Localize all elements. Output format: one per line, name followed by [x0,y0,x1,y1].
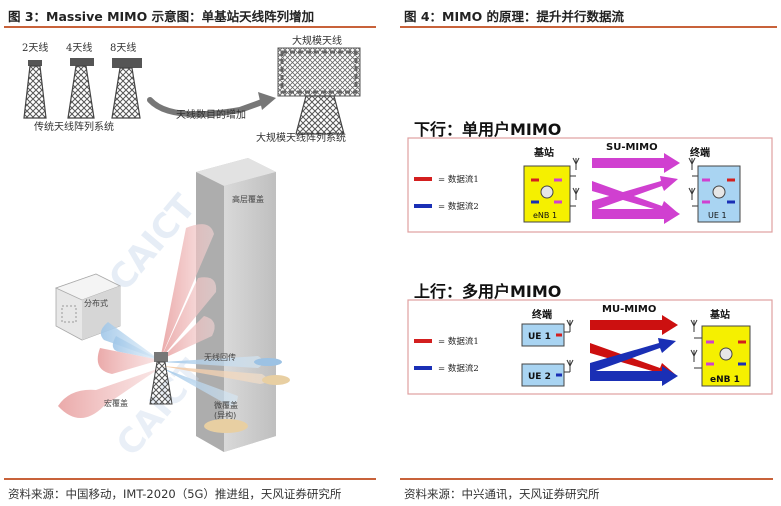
traditional-system-label: 传统天线阵列系统 [34,120,114,133]
legend-stream2: = 数据流2 [438,201,479,212]
ue-label: UE 1 [708,211,727,220]
top-rule-right [400,26,777,28]
processor-icon [531,178,562,204]
ue2-box [521,363,565,387]
massive-array-tower-icon [277,47,361,135]
antenna-8-label: 8天线 [110,41,136,54]
figure-3-title: 图 3：Massive MIMO 示意图：单基站天线阵列增加 [8,9,315,24]
house-beams [58,322,160,418]
mu-mimo-diagram: = 数据流1 = 数据流2 终端 UE 1 UE 2 MU-MIMO 基站 [407,299,773,395]
ue1-box [521,323,565,347]
building-beams [160,224,217,360]
station-antenna-icon [690,319,702,369]
figure-4-source: 资料来源：中兴通讯，天风证券研究所 [404,487,600,501]
traditional-towers: 2天线 4天线 8天线 传统天线阵列系统 [22,41,142,133]
ue-antenna-icon [564,319,574,373]
backhaul-beams [162,356,290,433]
downlink-heading: 下行：单用户MIMO [414,120,562,139]
massive-system-label: 大规模天线阵列系统 [256,131,346,144]
figure-3-panel: 图 3：Massive MIMO 示意图：单基站天线阵列增加 [0,0,380,506]
figure-4-title: 图 4：MIMO 的原理：提升并行数据流 [404,9,625,24]
su-mimo-diagram: = 数据流1 = 数据流2 基站 eNB 1 SU-MIMO 终端 [407,137,773,233]
su-mimo-arrows [592,153,680,224]
legend-stream1: = 数据流1 [438,174,479,185]
increase-arrow-icon [147,92,276,118]
tower-2-antenna-icon [23,60,47,119]
hetero-label: (异构) [214,410,236,420]
bottom-rule [4,478,376,480]
increase-label: 天线数目的增加 [176,108,246,121]
downlink-right-title: 终端 [690,146,710,159]
bottom-rule-right [400,478,773,480]
micro-label: 微覆盖 [214,400,238,410]
antenna-2-label: 2天线 [22,41,48,54]
uplink-left-title: 终端 [532,308,552,321]
building-label: 高层覆盖 [232,194,264,204]
antenna-4-label: 4天线 [66,41,92,54]
distributed-label: 分布式 [84,298,108,308]
downlink-left-title: 基站 [533,146,554,159]
tower-8-antenna-icon [111,58,142,119]
terminal-processor-icon [702,178,735,204]
wireless-backhaul-label: 无线回传 [204,352,236,362]
massive-antenna-label: 大规模天线 [292,34,342,47]
massive-mimo-diagram: 2天线 4天线 8天线 传统天线阵列系统 天线数目 [22,34,361,464]
su-mimo-label: SU-MIMO [606,142,658,153]
ue1-label: UE 1 [528,332,551,342]
station-processor-icon [706,340,746,366]
macro-label: 宏覆盖 [104,398,128,408]
top-rule [4,26,376,28]
enb-label: eNB 1 [533,211,557,220]
figure-4-panel: 图 4：MIMO 的原理：提升并行数据流 下行：单用户MIMO = 数据流1 =… [396,0,781,506]
ul-legend-stream2: = 数据流2 [438,363,479,374]
uplink-right-title: 基站 [709,308,730,321]
antenna-icon [570,157,580,207]
tower-4-antenna-icon [67,58,95,119]
ul-legend-stream1: = 数据流1 [438,336,479,347]
ul-enb-label: eNB 1 [710,375,740,385]
terminal-antenna-icon [688,157,698,207]
ue2-label: UE 2 [528,372,551,382]
figure-3-source: 资料来源：中国移动，IMT-2020（5G）推进组，天风证券研究所 [8,487,342,501]
macro-tower-icon [149,352,173,405]
mu-mimo-arrows [590,315,678,386]
mu-mimo-label: MU-MIMO [602,304,656,315]
uplink-heading: 上行：多用户MIMO [414,282,562,301]
